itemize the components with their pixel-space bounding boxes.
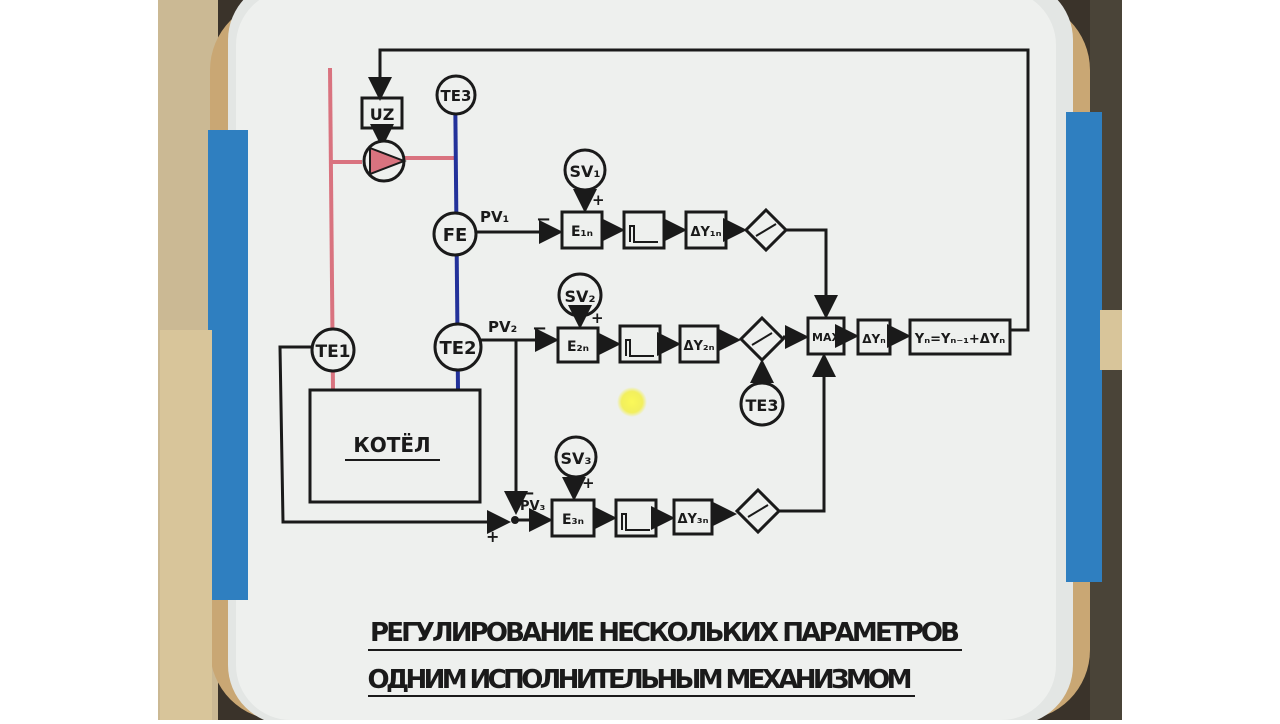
svg-text:TE2: TE2	[439, 338, 476, 359]
feedback-line	[368, 48, 1030, 332]
svg-text:ΔY₃ₙ: ΔY₃ₙ	[677, 512, 708, 527]
svg-text:+: +	[591, 309, 604, 327]
te3-top-sensor	[435, 74, 477, 116]
svg-text:−: −	[520, 483, 535, 504]
limiter-1	[743, 207, 789, 253]
svg-text:TE3: TE3	[746, 396, 779, 415]
te1-sensor	[310, 327, 356, 373]
svg-text:SV₁: SV₁	[570, 162, 601, 181]
svg-text:FE: FE	[443, 225, 468, 246]
left-blue-rail	[208, 130, 248, 600]
svg-text:+: +	[486, 527, 499, 546]
svg-text:−: −	[536, 209, 551, 230]
title-line-2: ОДНИМ ИСПОЛНИТЕЛЬНЫМ МЕХАНИЗМОМ	[368, 665, 913, 695]
te3-mid-sensor	[739, 381, 785, 427]
svg-text:TE1: TE1	[315, 342, 350, 362]
svg-text:MAX: MAX	[812, 331, 840, 344]
fe-sensor	[432, 211, 478, 257]
te1-signal-line	[278, 345, 511, 534]
svg-text:PV₂: PV₂	[488, 318, 517, 336]
svg-text:ΔY₁ₙ: ΔY₁ₙ	[690, 225, 721, 240]
svg-text:E₁ₙ: E₁ₙ	[571, 224, 593, 240]
svg-text:SV₃: SV₃	[561, 449, 592, 468]
yn-block	[908, 318, 1012, 356]
svg-text:E₂ₙ: E₂ₙ	[567, 339, 589, 355]
svg-text:Yₙ=Yₙ₋₁+ΔYₙ: Yₙ=Yₙ₋₁+ΔYₙ	[914, 332, 1005, 347]
te2-sensor	[433, 322, 483, 372]
svg-text:E₃ₙ: E₃ₙ	[562, 512, 584, 528]
svg-text:TE3: TE3	[441, 87, 472, 105]
svg-text:PV₁: PV₁	[480, 208, 509, 226]
svg-text:+: +	[582, 474, 595, 492]
limiter-3	[734, 487, 782, 535]
cursor-highlight-icon	[617, 387, 647, 417]
svg-text:−: −	[532, 318, 547, 339]
svg-text:ΔYₙ: ΔYₙ	[862, 332, 885, 346]
boiler-label: КОТЁЛ	[353, 433, 430, 457]
boiler-block	[308, 388, 482, 504]
svg-text:SV₂: SV₂	[565, 287, 596, 306]
right-blue-rail	[1066, 112, 1102, 582]
right-stand	[1100, 310, 1122, 370]
svg-text:ΔY₂ₙ: ΔY₂ₙ	[683, 339, 714, 354]
svg-text:+: +	[592, 191, 605, 209]
dy3-block	[672, 498, 714, 536]
left-stand	[160, 330, 212, 720]
title-line-1: РЕГУЛИРОВАНИЕ НЕСКОЛЬКИХ ПАРАМЕТРОВ	[370, 618, 960, 648]
uz-label: UZ	[370, 105, 395, 124]
